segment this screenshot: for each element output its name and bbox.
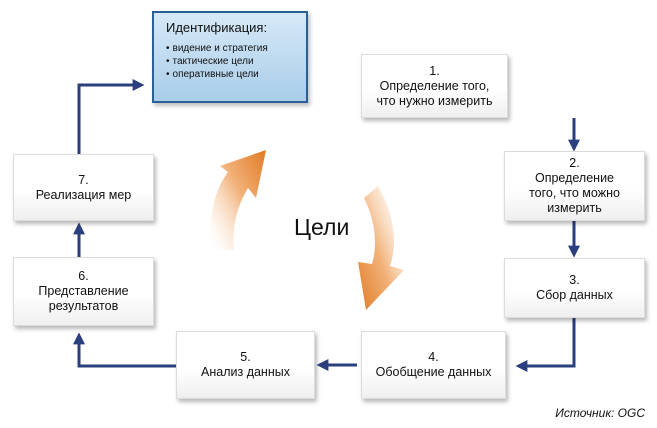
step-text: того, что можно — [529, 186, 620, 200]
step-number: 6. — [78, 269, 89, 283]
step-4-box: 4. Обобщение данных — [361, 331, 506, 399]
arrow-3-to-4 — [515, 318, 576, 372]
arrow-5-to-6 — [73, 332, 176, 368]
step-text: Определение того, — [379, 78, 490, 93]
identification-item: тактические цели — [166, 56, 298, 69]
step-text: Сбор данных — [536, 288, 613, 302]
identification-list: видение и стратегия тактические цели опе… — [166, 43, 298, 81]
step-number: 1. — [429, 63, 440, 78]
step-text: что нужно измерить — [376, 93, 493, 108]
step-number: 7. — [78, 172, 89, 187]
identification-item: оперативные цели — [166, 69, 298, 82]
identification-item: видение и стратегия — [166, 43, 298, 56]
step-text: Представление — [38, 284, 129, 298]
identification-title: Идентификация: — [166, 20, 268, 35]
source-caption: Источник: OGC — [555, 406, 645, 420]
arrow-7-to-ident — [77, 79, 145, 154]
center-label-goals: Цели — [294, 214, 350, 240]
cycle-arrow-top — [210, 150, 266, 250]
cycle-arrow-bottom — [358, 186, 404, 310]
step-2-box: 2. Определение того, что можно измерить — [504, 151, 645, 221]
step-text: Анализ данных — [201, 365, 290, 379]
step-number: 2. — [569, 156, 580, 170]
identification-box: Идентификация: видение и стратегия такти… — [152, 11, 308, 103]
step-7-box: 7. Реализация мер — [13, 154, 154, 221]
step-number: 4. — [428, 350, 439, 364]
step-text: Обобщение данных — [375, 365, 492, 379]
step-3-box: 3. Сбор данных — [504, 258, 645, 318]
step-number: 5. — [240, 350, 251, 364]
step-text: измерить — [547, 201, 602, 215]
step-6-box: 6. Представление результатов — [13, 257, 154, 326]
step-5-box: 5. Анализ данных — [176, 331, 315, 399]
step-text: Реализация мер — [35, 187, 132, 202]
step-number: 3. — [569, 273, 580, 287]
step-1-box: 1. Определение того, что нужно измерить — [361, 54, 508, 118]
step-text: результатов — [48, 299, 119, 313]
step-text: Определение — [534, 171, 615, 185]
